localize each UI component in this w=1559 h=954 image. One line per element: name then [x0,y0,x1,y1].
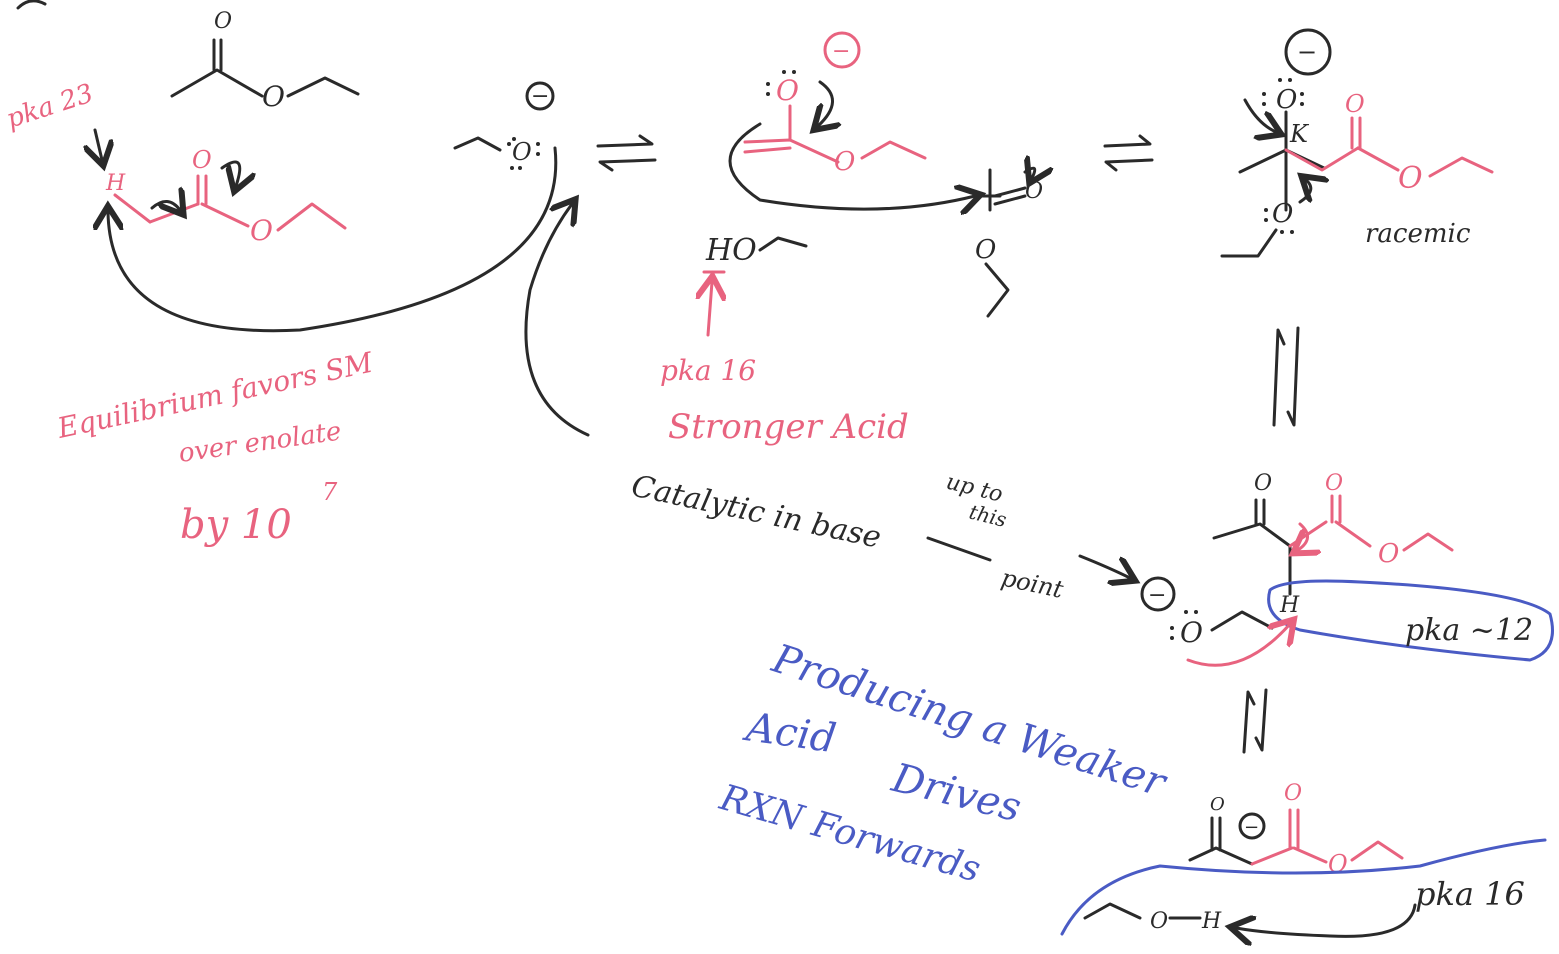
ethoxide-1: − O [453,81,555,170]
ester-with-alpha-h: H O O [105,146,347,247]
keto-o-black: O [1254,471,1272,496]
final-enolate-product: O − O O [1188,781,1404,878]
equilibrium-exponent: 7 [322,478,338,506]
bottom-ethanol-h: H [1201,909,1222,934]
equilibrium-arrows-2 [1103,134,1154,172]
pka-16-top: pka 16 [660,354,756,387]
acidic-h-highlight-circle [1267,579,1554,662]
enolate-oxygen: O [776,74,799,107]
equilibrium-arrows-1 [596,134,657,172]
keto-ester-o-red: O [1378,539,1399,569]
charge-minus-2: − [1148,583,1166,608]
carbonyl-oxygen-label: O [214,9,232,34]
ethyl-acetate-top: O O [170,9,360,113]
ester-oxygen-label: O [262,80,285,113]
ethoxide-2: − O [1140,576,1290,667]
enolate-ester-o: O [834,147,855,177]
electrophile-ester-o: O [975,235,996,265]
catalytic-return-arrow [524,204,590,437]
ethanol-ho: HO [705,233,757,268]
tetrahedral-intermediate: − O K O O O [1220,28,1494,258]
scribble-strike [926,536,992,562]
charge-minus-tetra: − [1297,38,1317,66]
vertical-equilibrium-1 [1272,326,1300,427]
pka-arrow [95,128,102,160]
stronger-acid-label: Stronger Acid [668,407,909,447]
up-to-point-arrow [1078,554,1130,578]
point-label: point [999,563,1066,603]
ethanol: HO [704,233,808,337]
tetra-oxygen-top: O [1276,85,1297,115]
bottom-ethanol-o: O [1150,909,1168,934]
enolate-attack-arrow [728,122,975,209]
ethoxide-o-1: O [512,138,532,166]
final-highlight-outline [1060,838,1547,936]
alpha-h-label: H [105,171,126,196]
catalytic-label: Catalytic in base [628,469,884,556]
blue-note-line2: Acid [740,704,839,763]
tetra-oxygen-bottom: O [1272,199,1293,229]
this-label: this [967,500,1009,532]
beta-keto-ester: O H O O [1212,471,1454,618]
pka-12-label: pka ~12 [1405,613,1533,648]
charge-minus-enolate: − [832,39,850,64]
ethoxide-o-2: O [1180,616,1203,649]
final-o-black: O [1210,794,1225,815]
pka-23-label: pka 23 [3,79,97,135]
partial-circle-mark [16,0,47,10]
racemic-label: racemic [1365,219,1471,249]
tetra-k-label: K [1289,120,1310,148]
tetra-red-ester-o: O [1398,161,1423,196]
ester-o-red: O [250,214,273,247]
final-o-red: O [1284,781,1302,806]
equilibrium-note-line3: by 10 [180,502,292,548]
blue-note-line3: Drives [887,755,1026,832]
electrophile-carbonyl-o: O [1025,179,1043,204]
enolate-resonance-arrow [818,80,833,126]
charge-minus-final: − [1244,817,1259,838]
curved-arrow-carbonyl [220,160,240,186]
electrophile-ester: O O [975,168,1043,318]
charge-minus-1: − [531,84,549,109]
acidic-h-label: H [1279,593,1300,618]
equilibrium-note-line2: over enolate [177,416,343,469]
enolate: − O O [728,31,975,209]
keto-o-red: O [1325,471,1343,496]
vertical-equilibrium-2 [1242,688,1268,754]
carbonyl-o-red: O [192,146,212,174]
ethanol-bottom: O H [1083,902,1417,936]
deprotonation-arrow [108,146,558,333]
pka-16-bottom: pka 16 [1415,875,1525,913]
tetra-red-carbonyl-o: O [1345,90,1365,118]
curved-arrow-ch [150,201,180,210]
